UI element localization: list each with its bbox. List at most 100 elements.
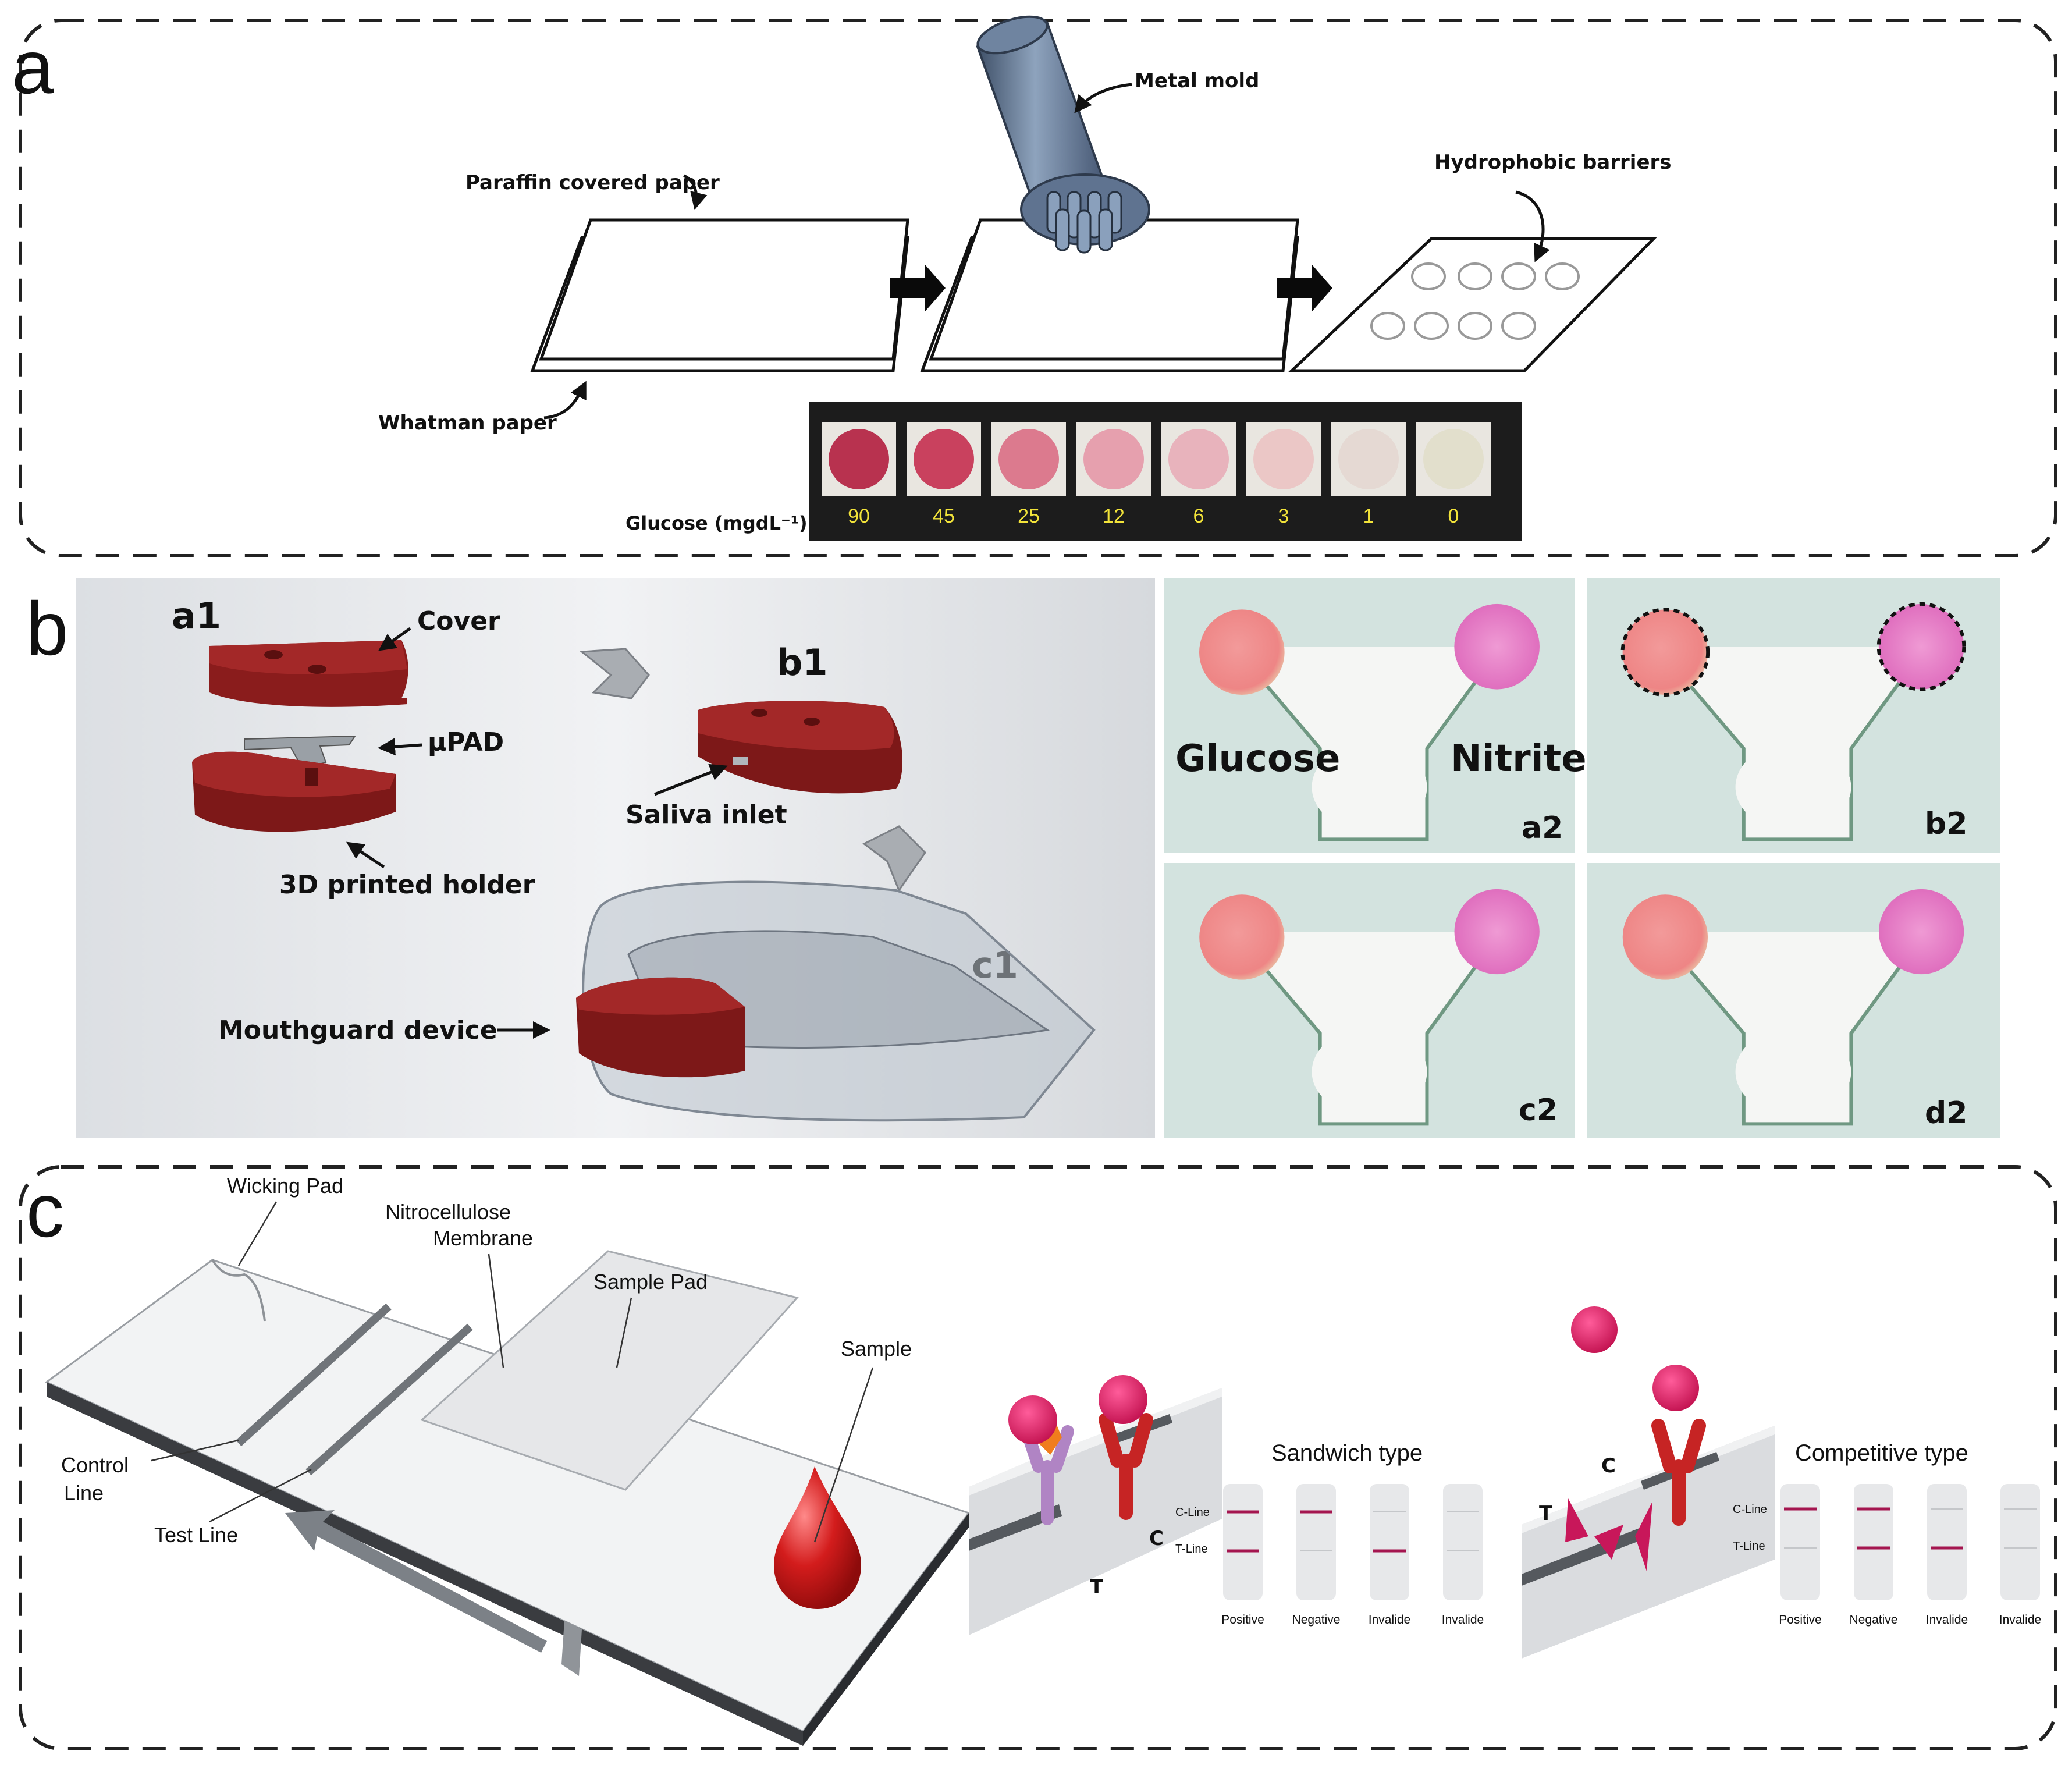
strip-result-label: Invalide: [1999, 1613, 2041, 1627]
mouthguard-device: [576, 880, 1096, 1122]
glucose-spot: [1083, 429, 1144, 489]
nitrite-zone-outline: [1876, 602, 1966, 691]
nitrite-zone: [1454, 603, 1540, 690]
competitive-title: Competitive type: [1795, 1440, 1968, 1466]
glucose-spot: [914, 429, 974, 489]
nitrite-zone: [1878, 603, 1964, 690]
test-line-leader: [209, 1468, 312, 1523]
metal-mold: [976, 15, 1150, 254]
upad-photos: [1164, 578, 2000, 1138]
sandwich-strips: Positive Negative Invalide Invalide: [1221, 1484, 1484, 1627]
upad-label: μPAD: [428, 727, 504, 757]
sub-d2: d2: [1925, 1096, 1967, 1131]
holder-label: 3D printed holder: [279, 870, 535, 900]
wicking-pad-leader: [237, 1201, 278, 1266]
glucose-spot: [998, 429, 1059, 489]
nitrocellulose-leader: [488, 1253, 504, 1368]
competitive-t-marker: T: [1539, 1502, 1553, 1525]
competitive-c-line-label: C-Line: [1733, 1503, 1767, 1516]
sandwich-c-marker: C: [1149, 1527, 1164, 1550]
hydrophobic-label: Hydrophobic barriers: [1434, 151, 1672, 174]
test-line-mark: [305, 1323, 473, 1476]
sub-b2: b2: [1925, 807, 1967, 841]
chevron-1: [580, 648, 650, 699]
glucose-value-label: 1: [1363, 505, 1374, 527]
glucose-zone: [1622, 609, 1708, 695]
sample-label: Sample: [841, 1337, 912, 1361]
metal-mold-arrow: [1074, 83, 1132, 113]
glucose-spot: [1338, 429, 1399, 489]
lateral-flow-strip: [45, 1250, 971, 1746]
glucose-zone-outline: [1620, 608, 1710, 697]
sandwich-title: Sandwich type: [1271, 1440, 1423, 1466]
control-line-label-1: Control: [61, 1453, 129, 1477]
panel-c-letter: c: [26, 1168, 64, 1253]
control-line-mark: [236, 1303, 392, 1447]
paper-stack-1: [530, 218, 909, 372]
result-strip: [1223, 1484, 1263, 1600]
sandwich-c-line-label: C-Line: [1175, 1506, 1210, 1519]
competitive-t-line-label: T-Line: [1733, 1540, 1765, 1553]
control-line-label-2: Line: [64, 1481, 104, 1505]
hydrophobic-arrow: [1515, 190, 1550, 262]
glucose-value-label: 0: [1448, 505, 1459, 527]
glucose-zone: [1199, 894, 1285, 980]
panel-c-frame: [19, 1165, 2057, 1750]
glucose-value-label: 90: [848, 505, 870, 527]
paper-stack-2: [920, 218, 1299, 372]
sub-c2: c2: [1519, 1093, 1558, 1128]
glucose-spot: [1168, 429, 1229, 489]
sub-a2: a2: [1522, 811, 1563, 846]
sample-pad-label: Sample Pad: [593, 1270, 708, 1294]
assembled-holder: [698, 701, 903, 794]
result-strip: [1443, 1484, 1483, 1600]
control-line-leader: [151, 1439, 239, 1462]
sandwich-t-marker: T: [1090, 1575, 1104, 1599]
strip-result-label: Invalide: [1369, 1613, 1410, 1627]
paper-with-barriers: [1288, 237, 1657, 372]
strip-result-label: Negative: [1292, 1613, 1341, 1627]
whatman-label: Whatman paper: [378, 411, 557, 435]
saliva-inlet-label: Saliva inlet: [625, 800, 787, 830]
panel-b-letter: b: [26, 586, 68, 671]
glucose-spot-label: Glucose: [1175, 737, 1340, 780]
cover-label: Cover: [417, 606, 500, 636]
result-strip: [1370, 1484, 1409, 1600]
sample-leader: [813, 1367, 874, 1543]
nitrite-spot-label: Nitrite: [1451, 737, 1587, 780]
glucose-value-label: 45: [933, 505, 955, 527]
competitive-strips: Positive Negative Invalide Invalide: [1779, 1484, 2041, 1627]
result-strip: [1927, 1484, 1967, 1600]
process-arrow-2: [1277, 265, 1332, 311]
glucose-value-label: 3: [1278, 505, 1289, 527]
result-strip: [1780, 1484, 1820, 1600]
cover-part: [209, 640, 408, 707]
nitrocellulose-label-1: Nitrocellulose: [385, 1200, 511, 1224]
competitive-c-marker: C: [1601, 1454, 1616, 1478]
glucose-spot: [1423, 429, 1484, 489]
strip-result-label: Invalide: [1442, 1613, 1484, 1627]
nitrocellulose-label-2: Membrane: [433, 1226, 533, 1250]
upad-photo-tile: [1587, 863, 2000, 1138]
nitrite-zone: [1454, 889, 1540, 975]
nitrite-zone: [1878, 889, 1964, 975]
test-line-label: Test Line: [154, 1523, 238, 1547]
holder-arrow: [346, 841, 385, 869]
paraffin-label: Paraffin covered paper: [465, 171, 720, 194]
strip-result-label: Positive: [1221, 1613, 1264, 1627]
saliva-inlet-arrow: [654, 763, 728, 796]
result-strip: [1296, 1484, 1336, 1600]
label-a1: a1: [172, 595, 221, 637]
upad-photo-tile: [1587, 578, 2000, 853]
whatman-arrow: [543, 381, 587, 420]
mouthguard-label: Mouthguard device: [218, 1015, 497, 1045]
paraffin-arrow: [683, 174, 708, 210]
strip-result-label: Invalide: [1926, 1613, 1968, 1627]
glucose-zone: [1199, 609, 1285, 695]
strip-result-label: Positive: [1779, 1613, 1822, 1627]
glucose-value-label: 6: [1193, 505, 1204, 527]
strip-result-label: Negative: [1850, 1613, 1898, 1627]
